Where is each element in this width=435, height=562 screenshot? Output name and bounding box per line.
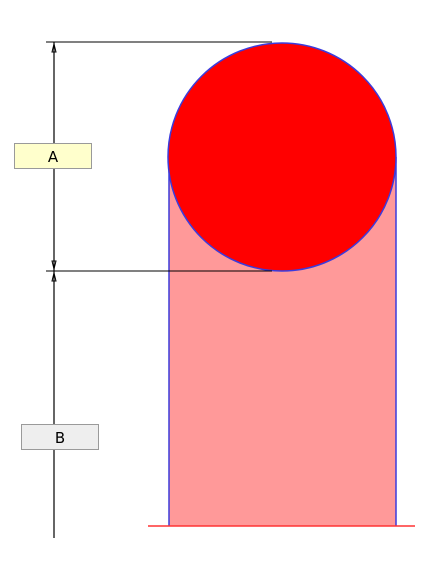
dimension-arrow-top-a [51, 43, 57, 53]
top-circle[interactable] [167, 42, 397, 272]
dimension-label-b[interactable]: B [21, 424, 99, 450]
dimension-arrow-top-b [51, 272, 57, 282]
dimension-label-a[interactable]: A [14, 143, 92, 169]
dimension-arrow-bottom-a [51, 260, 57, 270]
